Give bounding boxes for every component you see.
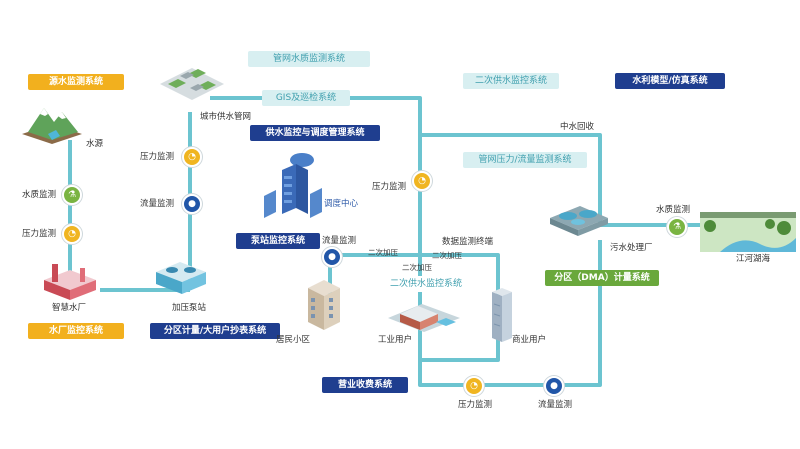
pressure-label-3: 压力监测 <box>372 182 407 192</box>
secondary-supply-inner-tag[interactable]: 二次供水监控系统 <box>378 276 474 292</box>
sewage-plant-label: 污水处理厂 <box>610 243 653 253</box>
quality-label-2: 水质监测 <box>656 205 691 215</box>
city-pipe-label: 城市供水管网 <box>200 112 252 122</box>
city-blocks-illustration <box>160 68 224 100</box>
reclaimed-label: 中水回收 <box>560 122 595 132</box>
commercial-label: 商业用户 <box>512 335 547 345</box>
residential-label: 居民小区 <box>276 335 311 345</box>
secondary-boost-c: 二次加压 <box>432 251 462 260</box>
rivers-lakes-label: 江河湖海 <box>736 254 771 264</box>
sewage-plant-illustration <box>550 206 608 236</box>
rivers-lakes-illustration <box>700 212 796 252</box>
dispatch-center-label: 调度中心 <box>324 199 359 209</box>
zone-meter-tag[interactable]: 分区计量/大用户抄表系统 <box>150 323 280 339</box>
industrial-building-illustration <box>388 304 460 332</box>
plant-monitor-tag[interactable]: 水厂监控系统 <box>28 323 124 339</box>
flow-label-1: 流量监测 <box>140 199 175 209</box>
booster-station-illustration <box>156 262 206 294</box>
secondary-boost-a: 二次加压 <box>368 248 398 257</box>
flow-label-3: 流量监测 <box>538 400 573 410</box>
secondary-boost-b: 二次加压 <box>402 263 432 272</box>
billing-tag[interactable]: 营业收费系统 <box>322 377 408 393</box>
gis-tag[interactable]: GIS及巡检系统 <box>262 90 350 106</box>
flow-label-2: 流量监测 <box>322 236 357 246</box>
flow-meter-icon[interactable]: ● <box>182 194 202 214</box>
data-terminal-label: 数据监测终端 <box>442 237 494 247</box>
smart-plant-label: 智慧水厂 <box>52 303 87 313</box>
pipe-pressure-flow-tag[interactable]: 管网压力/流量监测系统 <box>463 152 587 168</box>
quality-label-1: 水质监测 <box>22 190 57 200</box>
supply-dispatch-tag[interactable]: 供水监控与调度管理系统 <box>250 125 380 141</box>
pressure-gauge-icon[interactable]: ◔ <box>464 376 484 396</box>
water-source-label: 水源 <box>86 139 104 149</box>
pressure-gauge-icon[interactable]: ◔ <box>412 171 432 191</box>
source-monitor-tag[interactable]: 源水监测系统 <box>28 74 124 90</box>
pressure-label-1: 压力监测 <box>140 152 175 162</box>
dma-tag[interactable]: 分区（DMA）计量系统 <box>545 270 659 286</box>
pressure-label-4: 压力监测 <box>458 400 493 410</box>
flask-icon[interactable]: ⚗ <box>667 217 687 237</box>
secondary-supply-top-tag[interactable]: 二次供水监控系统 <box>463 73 559 89</box>
pressure-gauge-icon[interactable]: ◔ <box>62 224 82 244</box>
booster-station-label: 加压泵站 <box>172 303 207 313</box>
pressure-label-2: 压力监测 <box>22 229 57 239</box>
hydro-model-tag[interactable]: 水利模型/仿真系统 <box>615 73 725 89</box>
dispatch-center-illustration <box>264 153 322 218</box>
pipe-quality-tag[interactable]: 管网水质监测系统 <box>248 51 370 67</box>
pressure-gauge-icon[interactable]: ◔ <box>182 147 202 167</box>
pump-station-tag[interactable]: 泵站监控系统 <box>236 233 320 249</box>
flow-meter-icon[interactable]: ● <box>322 247 342 267</box>
flow-meter-icon[interactable]: ● <box>544 376 564 396</box>
smart-plant-illustration <box>44 264 96 300</box>
industrial-label: 工业用户 <box>378 335 413 345</box>
flask-icon[interactable]: ⚗ <box>62 185 82 205</box>
mountain-source-illustration <box>22 108 82 144</box>
commercial-tower-illustration <box>492 288 512 342</box>
residential-building-illustration <box>308 280 340 330</box>
